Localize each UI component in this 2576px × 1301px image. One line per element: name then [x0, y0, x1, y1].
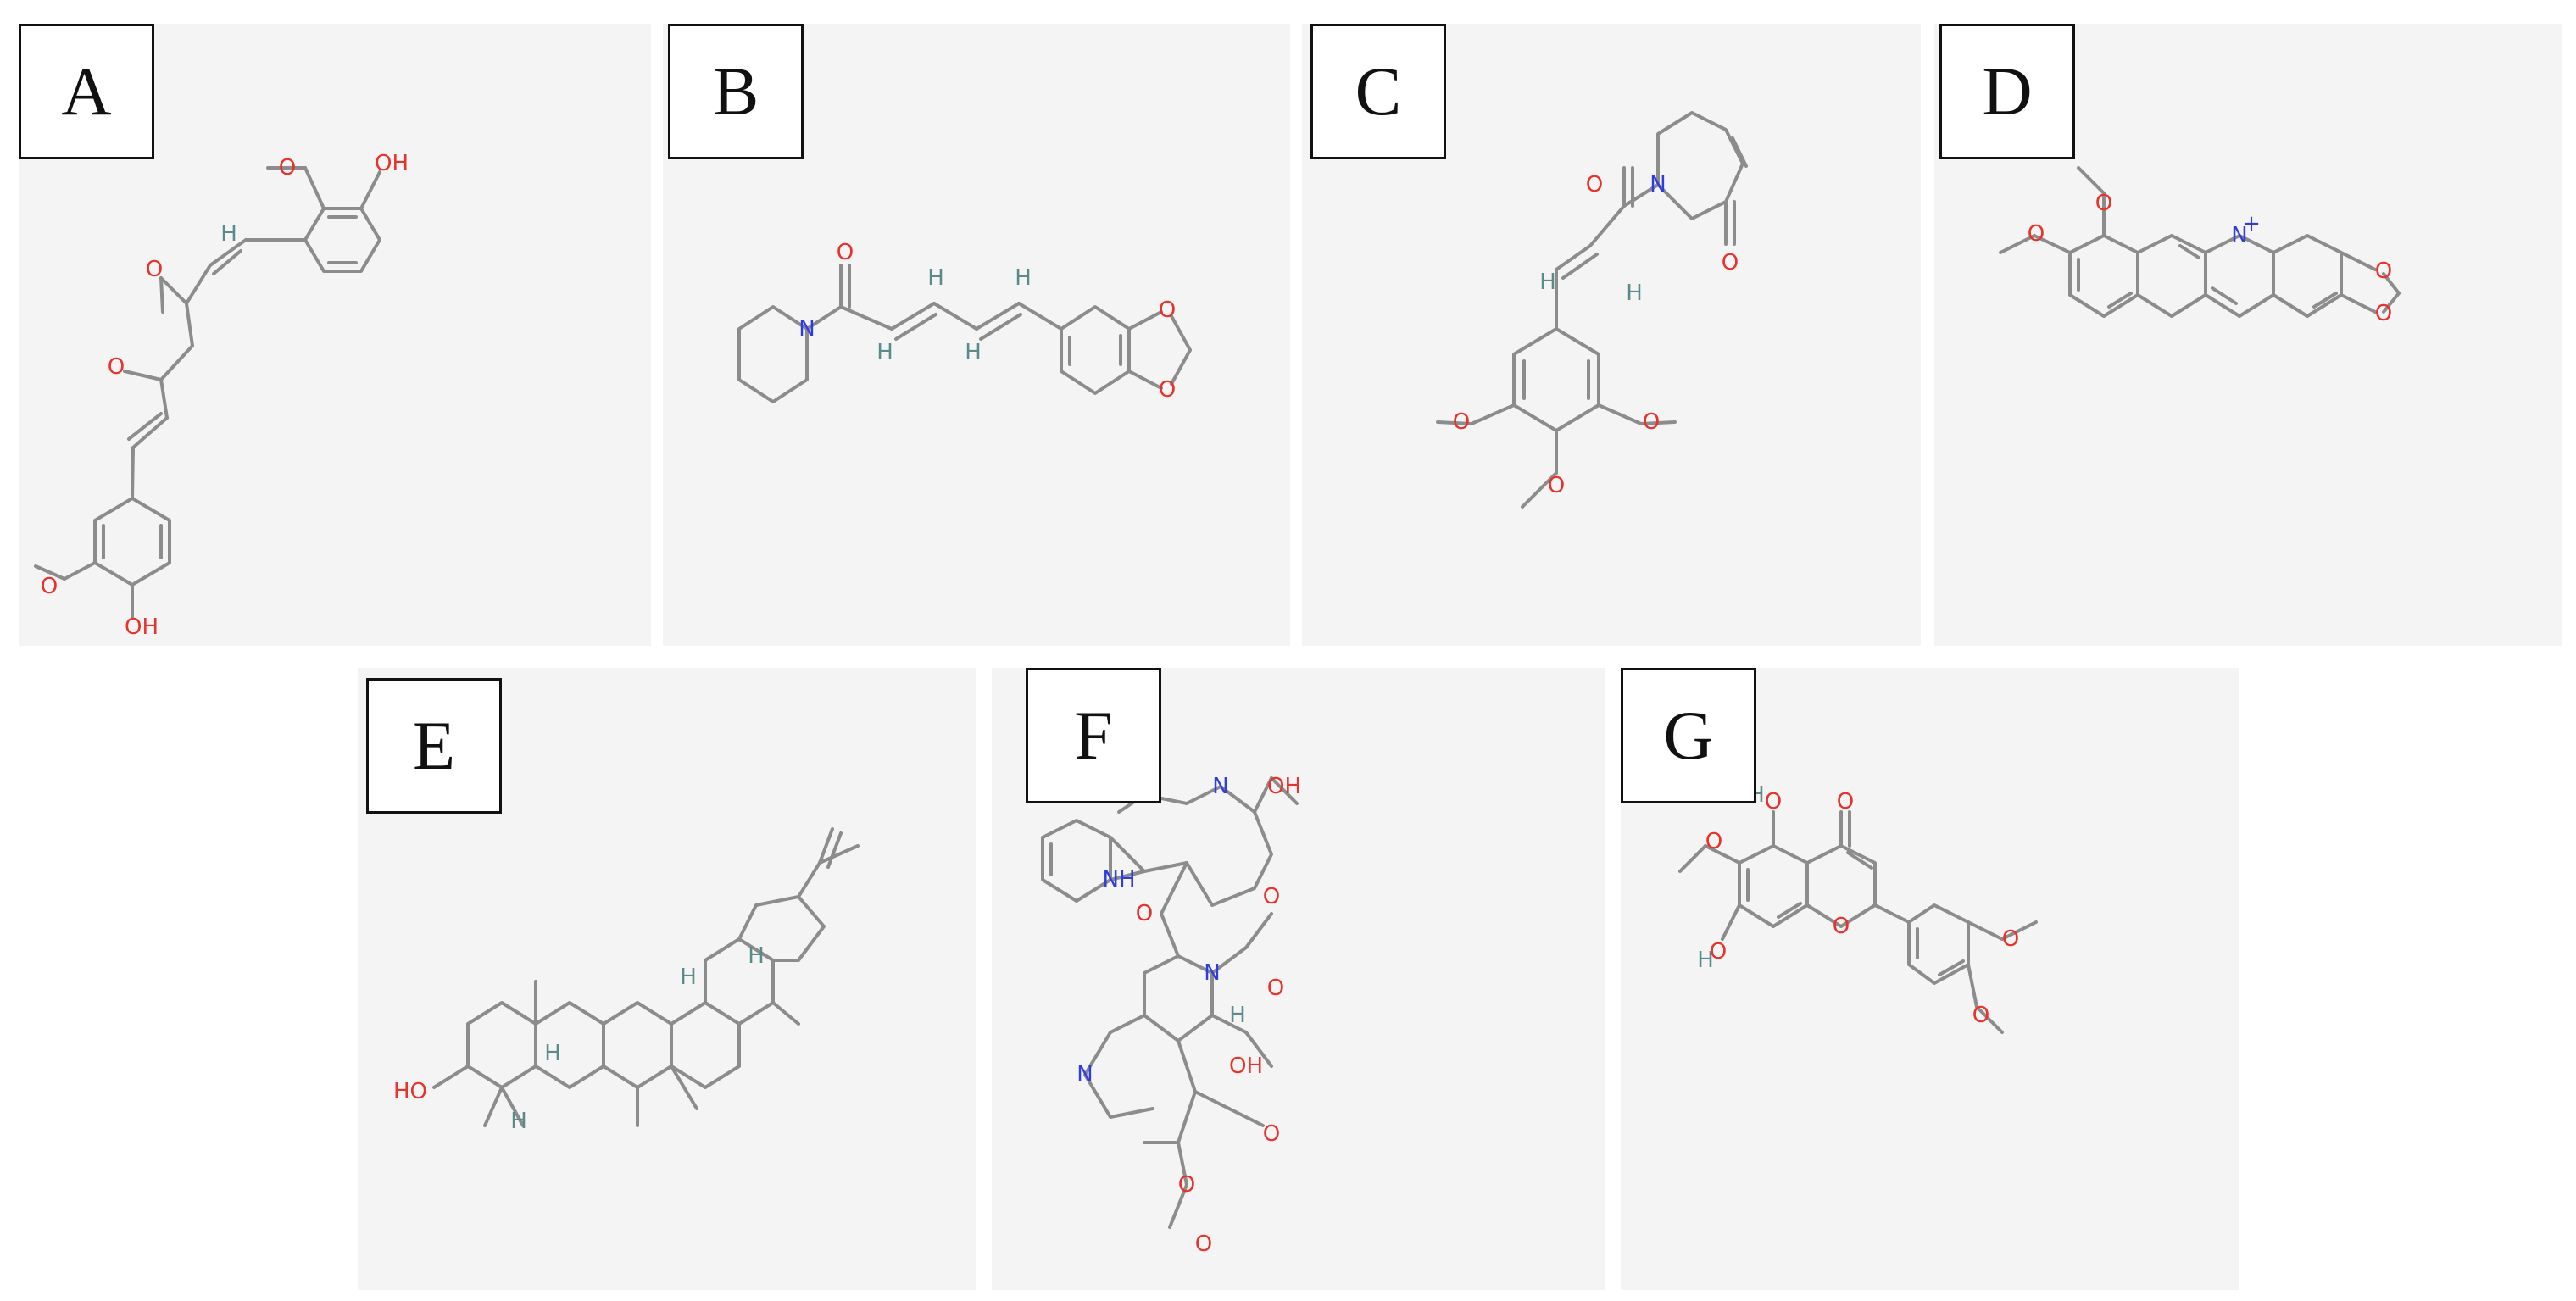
atom-label: O: [1195, 1232, 1212, 1257]
atom-label: O: [837, 240, 854, 265]
atom-label: N: [798, 316, 815, 342]
panel-d: N + O O O O D: [1934, 24, 2562, 646]
lupeol-structure: HO H H H H: [393, 827, 860, 1134]
atom-label: O: [2375, 259, 2392, 284]
atom-label: N: [1077, 1062, 1093, 1087]
atom-label: O: [1263, 1121, 1280, 1147]
atom-label: O: [108, 354, 125, 380]
piperine-structure: N O H H H H O O: [737, 240, 1192, 403]
atom-label: OH: [1267, 774, 1301, 799]
curcumin-structure: OH O O O H O OH: [34, 151, 409, 640]
atom-label: H: [680, 965, 697, 990]
berberine-structure: N + O O O O: [1999, 166, 2401, 326]
atom-label: O: [1643, 409, 1660, 435]
atom-label: HO: [393, 1079, 427, 1104]
atom-label: N: [2231, 223, 2247, 248]
panel-c: N O O H H O O O C: [1302, 24, 1921, 646]
panel-label-d: D: [1939, 24, 2075, 159]
atom-label: N: [1212, 774, 1228, 799]
atom-label: O: [1972, 1003, 1989, 1028]
atom-label: O: [1833, 914, 1850, 939]
atom-label: OH: [1229, 1054, 1263, 1079]
atom-label: O: [279, 155, 296, 181]
atom-label: O: [2002, 926, 2019, 952]
atom-label: O: [146, 257, 163, 282]
atom-label: O: [1159, 377, 1176, 403]
panel-label-a: A: [19, 24, 154, 159]
atom-label: H: [1539, 270, 1556, 295]
panel-b: N O H H H H O O B: [663, 24, 1290, 646]
panel-g: O O H O O O H O O G: [1621, 668, 2239, 1290]
vincristine-structure: N OH NH O O N O N OH O O O H: [1041, 774, 1301, 1257]
atom-label: NH: [1103, 867, 1136, 892]
flavone-structure: O O H O O O H O O: [1678, 782, 2038, 1034]
atom-label: N: [1204, 960, 1220, 986]
atom-label: O: [1136, 901, 1153, 926]
atom-label: H: [1626, 281, 1643, 306]
atom-label: H: [220, 221, 237, 247]
atom-label: O: [41, 574, 58, 599]
panel-label-c: C: [1310, 24, 1446, 159]
atom-label: O: [1837, 789, 1854, 815]
atom-label: H: [1229, 1003, 1246, 1028]
panel-f: N OH NH O O N O N OH O O O H F: [992, 668, 1605, 1290]
atom-label: H: [1697, 948, 1714, 973]
panel-label-b: B: [668, 24, 804, 159]
panel-label-e: E: [366, 678, 502, 814]
atom-label: OH: [375, 151, 409, 176]
atom-label: O: [2028, 221, 2045, 247]
atom-label: H: [876, 340, 893, 365]
atom-label: H: [748, 943, 765, 969]
atom-label: O: [1263, 884, 1280, 909]
atom-label: O: [1765, 789, 1782, 815]
atom-label: H: [544, 1041, 561, 1066]
atom-label: O: [2095, 191, 2112, 216]
panel-label-f: F: [1026, 668, 1161, 803]
atom-label: H: [510, 1109, 527, 1134]
atom-label: OH: [125, 614, 159, 640]
panel-label-g: G: [1621, 668, 1756, 803]
atom-label: N: [1650, 172, 1666, 197]
atom-label: H: [927, 265, 944, 291]
atom-label: O: [1453, 409, 1470, 435]
panel-a: OH O O O H O OH A: [19, 24, 651, 646]
atom-label: O: [1705, 829, 1722, 854]
atom-label: O: [1710, 939, 1727, 965]
atom-label: O: [1548, 473, 1565, 498]
atom-label: O: [2375, 301, 2392, 326]
atom-label: +: [2242, 211, 2261, 236]
atom-label: O: [1722, 250, 1739, 275]
atom-label: H: [1015, 265, 1032, 291]
piplartine-structure: N O O H H O O O: [1436, 111, 1748, 509]
atom-label: O: [1178, 1172, 1195, 1198]
atom-label: O: [1267, 976, 1284, 1001]
atom-label: O: [1586, 172, 1603, 197]
atom-label: H: [965, 340, 982, 365]
atom-label: O: [1159, 297, 1176, 323]
panel-e: HO H H H H E: [358, 668, 976, 1290]
